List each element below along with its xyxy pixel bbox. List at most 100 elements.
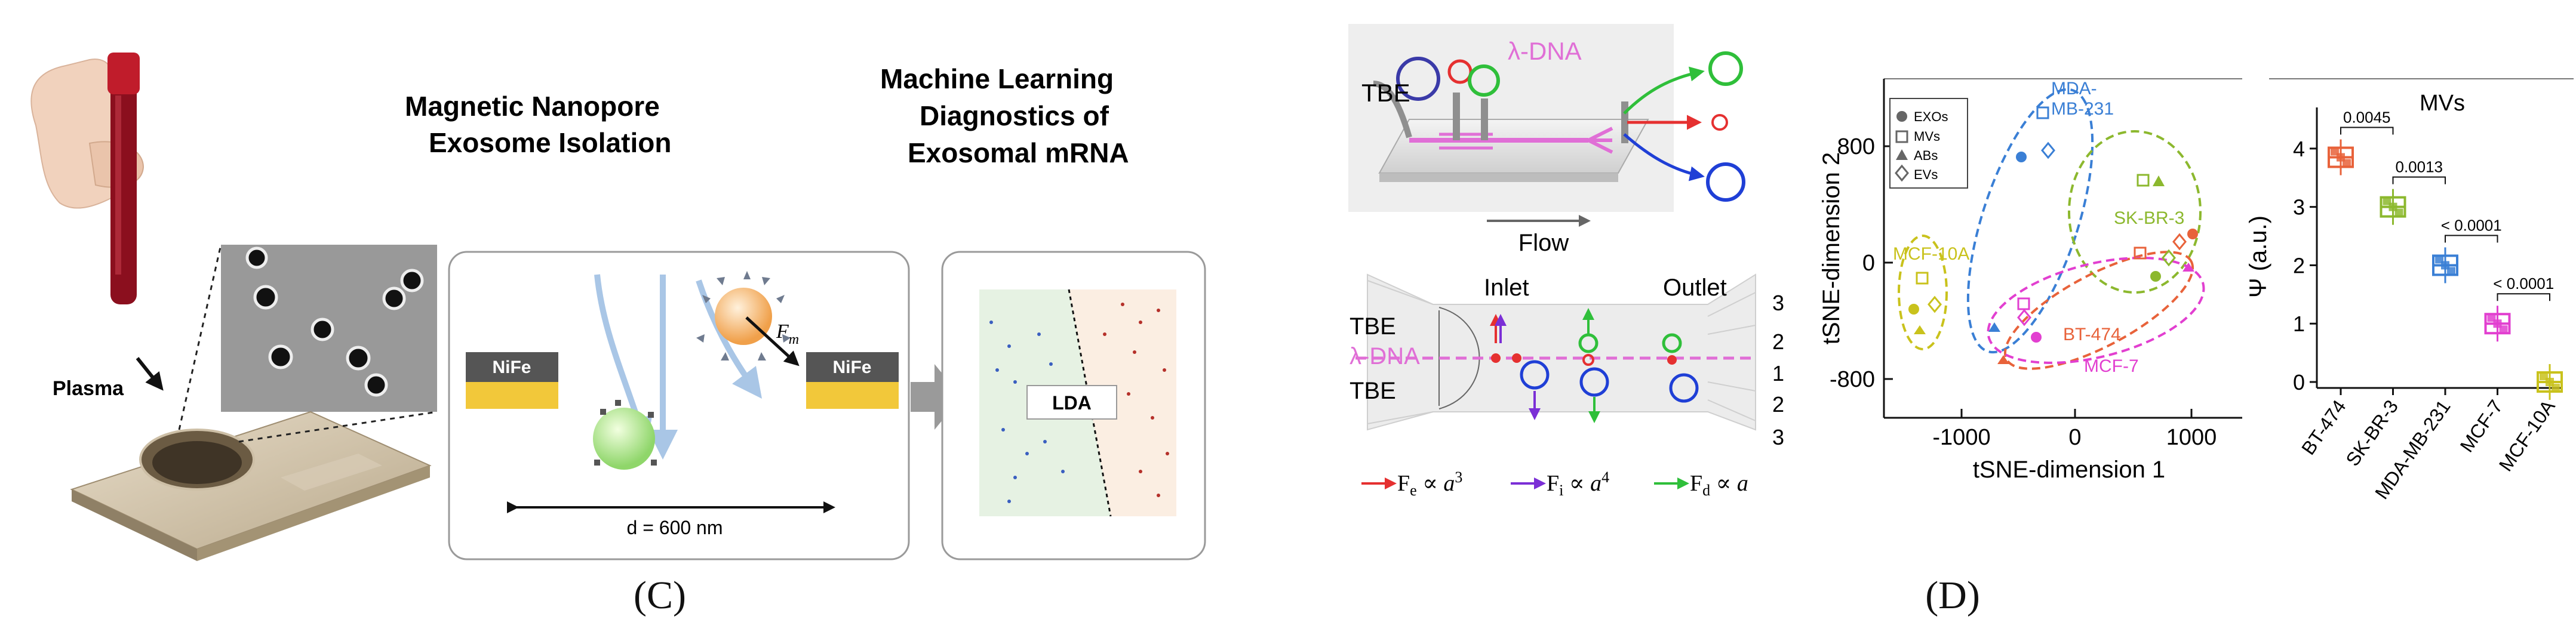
- outlet-number: 1: [1772, 361, 1784, 386]
- mvs-y-tick-label: 3: [2293, 195, 2305, 220]
- mvs-chart-title: MVs: [2420, 91, 2465, 116]
- mvs-significance-label: < 0.0001: [2493, 275, 2554, 292]
- dna-left-label: λ-DNA: [1350, 343, 1420, 369]
- heading-ml-line3: Exosomal mRNA: [908, 137, 1129, 168]
- sem-micrograph-image: [221, 245, 437, 412]
- mvs-y-tick-label: 1: [2293, 312, 2305, 336]
- cluster-mda-mb-231: [1966, 88, 2094, 354]
- distance-label: d = 600 nm: [627, 517, 723, 538]
- mvs-significance-bracket: [2445, 235, 2498, 243]
- outlet-number: 2: [1772, 392, 1784, 417]
- tsne-y-tick: 800: [1837, 134, 1875, 159]
- nife-right-block: [806, 352, 899, 382]
- outlet-number: 3: [1772, 425, 1784, 449]
- lda-red-points: [1103, 303, 1169, 497]
- panel-d: TBE λ-DNA Flow Inlet Ou: [1338, 0, 2576, 641]
- outlet-label: Outlet: [1663, 275, 1727, 301]
- tsne-x-tick: 0: [2068, 425, 2081, 450]
- mvs-point: [2552, 384, 2560, 392]
- panel-d-illustration: TBE λ-DNA Flow Inlet Ou: [1348, 24, 2574, 503]
- mvs-significance-bracket: [2392, 176, 2446, 184]
- cluster-mcf-7: [1987, 257, 2205, 364]
- legend-label: EXOs: [1914, 109, 1948, 124]
- heading-isolation-line1: Magnetic Nanopore: [405, 91, 660, 122]
- magnetic-bead-particle: [696, 271, 800, 366]
- tsne-x-tick: -1000: [1932, 425, 1990, 450]
- legend-triangle-marker: [1896, 149, 1908, 160]
- mvs-significance-label: 0.0013: [2395, 158, 2443, 176]
- panel-c-label: (C): [634, 574, 686, 617]
- mvs-point: [2394, 208, 2403, 217]
- process-arrow: [911, 364, 961, 430]
- force-legend-item: Fi ∝ a4: [1547, 469, 1609, 499]
- tsne-points: [1908, 106, 2198, 364]
- inlet-label: Inlet: [1484, 275, 1529, 301]
- panel-c-illustration: Plasma Magnetic Nanopore: [30, 53, 1206, 561]
- force-label: Fm: [776, 321, 799, 347]
- tsne-y-tick: 0: [1862, 251, 1875, 276]
- heading-isolation-line2: Exosome Isolation: [429, 127, 671, 158]
- heading-ml-line2: Diagnostics of: [920, 100, 1109, 131]
- cluster-label-bt-474: BT-474: [2063, 325, 2121, 344]
- panel-d-label: (D): [1925, 574, 1980, 617]
- tbe-left-bottom-label: TBE: [1350, 378, 1396, 404]
- tsne-x-tick: 1000: [2166, 425, 2217, 450]
- force-legend-item: Fd ∝ a: [1690, 471, 1748, 499]
- cluster-sk-br-3: [2068, 130, 2202, 294]
- force-legend: Fe ∝ a3 Fi ∝ a4 Fd ∝ a: [1361, 469, 1748, 499]
- mvs-significance-bracket: [2497, 293, 2550, 301]
- force-legend-item: Fe ∝ a3: [1397, 469, 1462, 499]
- gold-right-block: [806, 382, 899, 409]
- tbe-left-top-label: TBE: [1350, 313, 1396, 340]
- tbe-top-label: TBE: [1361, 79, 1410, 107]
- mvs-y-tick-label: 2: [2293, 253, 2305, 278]
- svg-text:Magnetic Nanopore Exosom: Magnetic Nanopore Exosome Isolation: [405, 91, 671, 158]
- tsne-plot: [1883, 78, 2242, 419]
- mvs-point: [2499, 325, 2508, 334]
- nife-left-label: NiFe: [492, 358, 531, 377]
- mvs-y-tick-label: 4: [2293, 137, 2305, 161]
- nife-right-label: NiFe: [832, 358, 871, 377]
- cluster-label-mcf-10a: MCF-10A: [1893, 244, 1969, 264]
- legend-label: ABs: [1914, 148, 1938, 163]
- microfluidic-chip-image: [1348, 24, 1745, 212]
- lda-blue-points: [989, 321, 1065, 503]
- green-exosome-particle: [593, 400, 657, 470]
- cluster-label-sk-br-3: SK-BR-3: [2114, 208, 2184, 228]
- legend-square-marker: [1895, 130, 1908, 143]
- outlet-numbers: 3 2 1 2 3: [1772, 291, 1784, 449]
- cluster-label-mda-mb-231: MDA-MB-231: [2051, 79, 2114, 119]
- mvs-significance-label: 0.0045: [2343, 109, 2391, 127]
- legend-circle-marker: [1896, 111, 1907, 122]
- cluster-mcf-10a: [1898, 235, 1948, 350]
- mvs-y-axis-label: Ψ (a.u.): [2245, 215, 2271, 298]
- mvs-y-tick-label: 0: [2293, 370, 2305, 395]
- channel-schematic: [1355, 273, 1756, 431]
- cluster-label-mcf-7: MCF-7: [2084, 356, 2139, 376]
- dna-top-label: λ-DNA: [1508, 37, 1582, 65]
- tsne-y-axis-label: tSNE-dimension 2: [1818, 152, 1845, 344]
- plasma-label: Plasma: [53, 377, 124, 400]
- device-plate-image: [70, 411, 432, 561]
- heading-ml-line1: Machine Learning: [880, 63, 1114, 94]
- tsne-x-ticks: -1000 0 1000: [1932, 425, 2217, 450]
- legend-diamond-marker: [1895, 164, 1909, 182]
- outlet-number: 2: [1772, 329, 1784, 354]
- outlet-number: 3: [1772, 291, 1784, 315]
- mvs-point: [2343, 159, 2351, 168]
- mvs-point: [2447, 267, 2455, 276]
- mvs-significance-bracket: [2340, 127, 2394, 135]
- legend-label: EVs: [1914, 167, 1938, 182]
- tsne-y-ticks: 800 0 -800: [1830, 134, 1875, 392]
- nanopore-mechanism-box: [448, 251, 910, 560]
- hand-with-tube-image: [30, 53, 145, 304]
- mvs-x-tick-label: MCF-7: [2456, 396, 2507, 456]
- gold-left-block: [466, 382, 558, 409]
- tsne-x-axis-label: tSNE-dimension 1: [1973, 457, 2165, 483]
- nife-left-block: [466, 352, 558, 382]
- lda-label: LDA: [1052, 392, 1092, 414]
- tsne-y-tick: -800: [1830, 367, 1875, 392]
- svg-text:Machine Learning Diagnos: Machine Learning Diagnostics of Exosomal…: [880, 63, 1129, 168]
- legend-label: MVs: [1914, 129, 1940, 144]
